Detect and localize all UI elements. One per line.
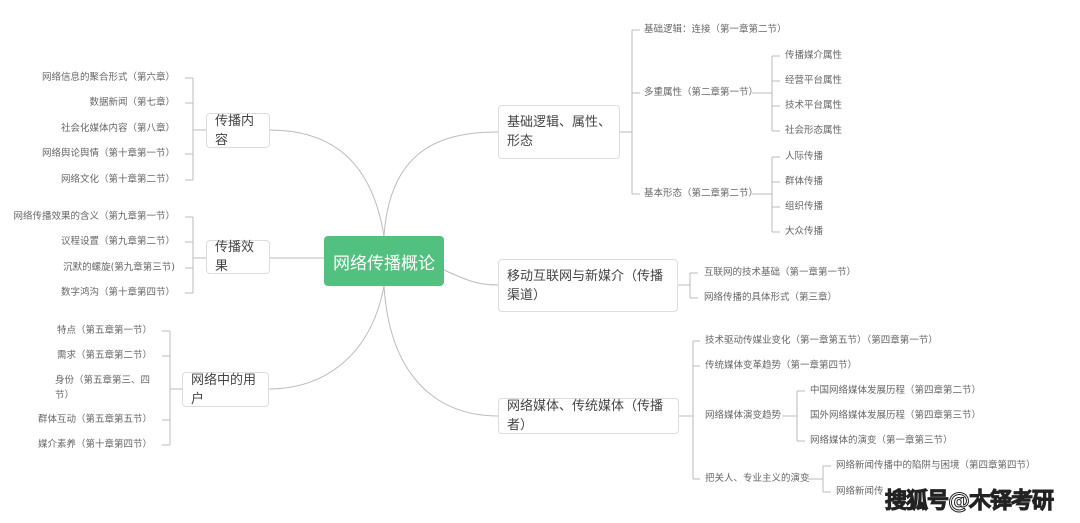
leaf[interactable]: 传统媒体变革趋势（第一章第四节）	[705, 360, 858, 371]
leaf[interactable]: 媒介素养（第十章第四节）	[37, 439, 152, 450]
leaf[interactable]: 网络新闻传播中的陷阱与困境（第四章第四节）	[836, 460, 1036, 471]
leaf[interactable]: 大众传播	[785, 226, 824, 237]
topic-users[interactable]: 网络中的用户	[182, 372, 269, 407]
leaf[interactable]: 组织传播	[785, 201, 824, 212]
leaf-continued[interactable]: 节）	[55, 390, 75, 401]
watermark: 搜狐号@木铎考研	[884, 489, 1054, 515]
leaf[interactable]: 议程设置（第九章第二节）	[60, 236, 175, 247]
leaf[interactable]: 基础逻辑：连接（第一章第二节）	[644, 24, 787, 35]
leaf[interactable]: 社会化媒体内容（第八章）	[60, 123, 175, 134]
leaf[interactable]: 传播媒介属性	[785, 50, 843, 61]
leaf[interactable]: 社会形态属性	[785, 125, 843, 136]
leaf[interactable]: 网络文化（第十章第二节）	[60, 174, 175, 185]
leaf[interactable]: 经营平台属性	[785, 75, 843, 86]
leaf[interactable]: 网络传播的具体形式（第三章）	[704, 292, 838, 303]
leaf[interactable]: 群体传播	[785, 176, 824, 187]
leaf[interactable]: 身份（第五章第三、四	[55, 375, 151, 386]
leaf[interactable]: 基本形态（第二章第二节）	[644, 188, 759, 199]
topic-media[interactable]: 网络媒体、传统媒体（传播者）	[498, 398, 679, 434]
topic-channel[interactable]: 移动互联网与新媒介（传播渠道）	[498, 259, 678, 312]
leaf[interactable]: 特点（第五章第一节）	[56, 325, 152, 336]
leaf[interactable]: 网络舆论舆情（第十章第一节）	[41, 148, 175, 159]
leaf[interactable]: 网络媒体的演变（第一章第三节）	[810, 435, 953, 446]
leaf[interactable]: 网络新闻传	[836, 486, 884, 497]
leaf[interactable]: 需求（第五章第二节）	[56, 350, 152, 361]
topic-effect[interactable]: 传播效果	[206, 240, 270, 274]
leaf[interactable]: 国外网络媒体发展历程（第四章第三节）	[810, 410, 982, 421]
leaf[interactable]: 网络信息的聚合形式（第六章）	[41, 72, 175, 83]
leaf[interactable]: 多重属性（第二章第一节）	[644, 87, 759, 98]
leaf[interactable]: 网络传播效果的含义（第九章第一节）	[13, 211, 175, 222]
leaf[interactable]: 数据新闻（第七章）	[89, 97, 175, 108]
leaf[interactable]: 数字鸿沟（第十章第四节）	[60, 287, 175, 298]
central-topic[interactable]: 网络传播概论	[324, 236, 444, 286]
leaf[interactable]: 网络媒体演变趋势	[705, 410, 782, 421]
topic-content[interactable]: 传播内容	[206, 113, 270, 148]
topic-basic[interactable]: 基础逻辑、属性、形态	[498, 105, 620, 159]
leaf[interactable]: 中国网络媒体发展历程（第四章第二节）	[810, 385, 982, 396]
leaf[interactable]: 技术驱动传媒业变化（第一章第五节）（第四章第一节）	[705, 335, 938, 346]
leaf[interactable]: 技术平台属性	[785, 100, 843, 111]
leaf[interactable]: 人际传播	[785, 151, 824, 162]
leaf[interactable]: 群体互动（第五章第五节）	[37, 414, 152, 425]
leaf[interactable]: 沉默的螺旋(第九章第三节)	[63, 262, 175, 273]
leaf[interactable]: 把关人、专业主义的演变	[705, 473, 810, 484]
leaf[interactable]: 互联网的技术基础（第一章第一节）	[704, 267, 857, 278]
